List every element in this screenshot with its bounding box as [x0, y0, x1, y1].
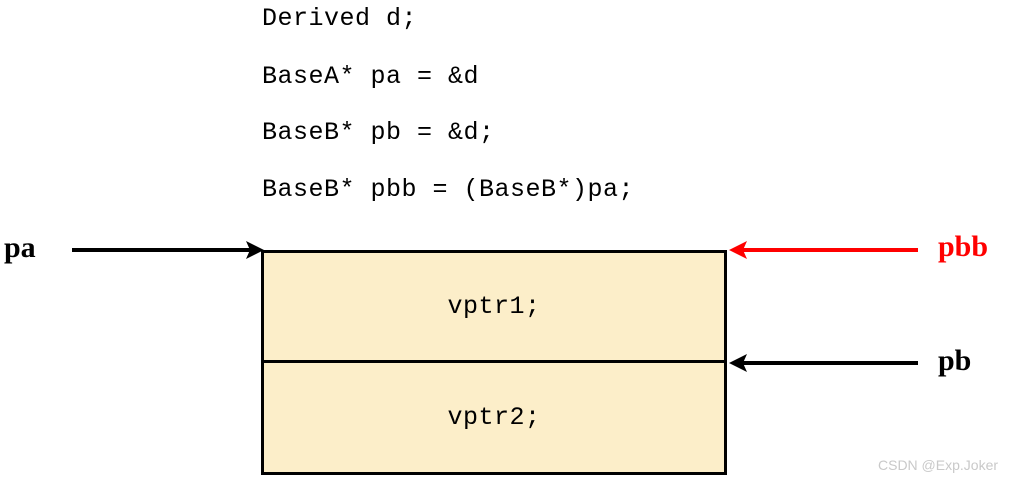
- pointer-label-pbb: pbb: [938, 230, 989, 263]
- memory-layout-box: vptr1; vptr2;: [261, 250, 727, 475]
- memory-cell-vptr2: vptr2;: [447, 403, 541, 432]
- code-line-baseb-pointer: BaseB* pb = &d;: [262, 118, 495, 147]
- pointer-label-pb: pb: [938, 344, 972, 377]
- memory-cell-vptr1: vptr1;: [264, 253, 724, 363]
- arrow-pa: [72, 241, 264, 259]
- pointer-label-pa: pa: [4, 231, 36, 264]
- code-line-declaration: Derived d;: [262, 4, 418, 33]
- arrow-pbb: [729, 241, 918, 259]
- arrow-pb: [729, 354, 918, 372]
- code-line-basea-pointer: BaseA* pa = &d: [262, 62, 480, 91]
- code-line-baseb-cast: BaseB* pbb = (BaseB*)pa;: [262, 175, 635, 204]
- watermark-text: CSDN @Exp.Joker: [878, 457, 999, 473]
